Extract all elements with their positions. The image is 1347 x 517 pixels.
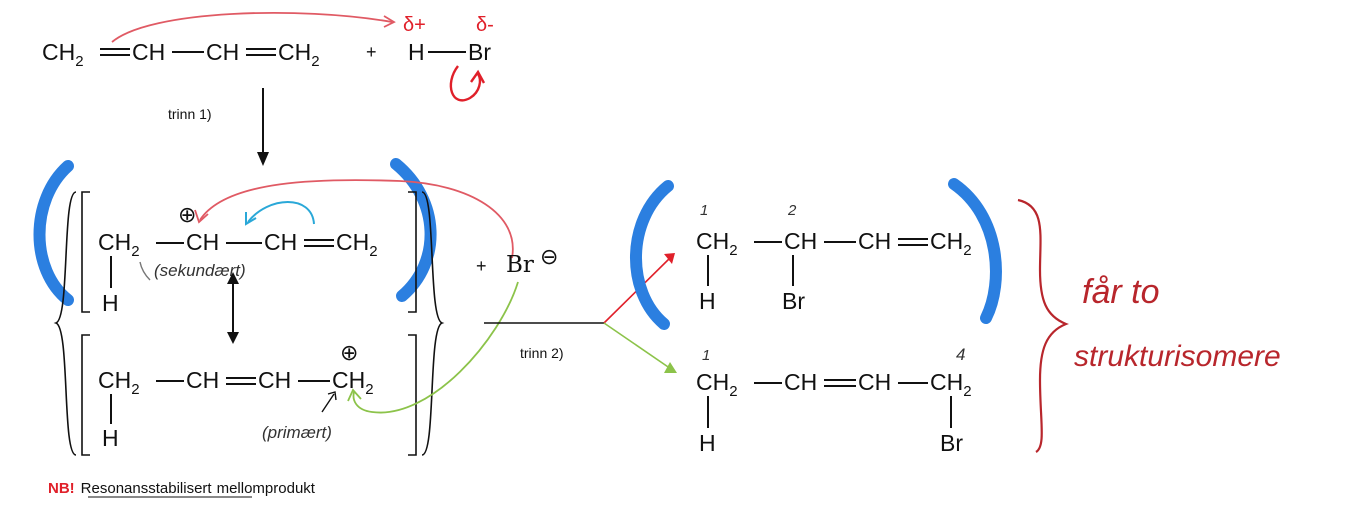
resonance-structure-secondary: CH2 CH ⊕ CH CH2 H (sekundært) (98, 202, 378, 316)
atom-ch: CH (132, 39, 165, 65)
positive-charge: ⊕ (178, 202, 196, 227)
plus-sign: + (476, 256, 487, 276)
atom-ch: CH (858, 228, 891, 254)
note-primary: (primært) (262, 423, 332, 442)
annotation-line1: får to (1082, 273, 1159, 311)
bracket-left-bottom (81, 334, 90, 456)
bracket-right-bottom (408, 334, 417, 456)
atom-ch: CH (258, 367, 291, 393)
step2-label: trinn 2) (520, 345, 564, 361)
atom-br: Br (782, 288, 805, 314)
butadiene-molecule: CH2 CH CH CH2 (42, 39, 320, 70)
atom-ch: CH (858, 369, 891, 395)
atom-br: Br (940, 430, 963, 456)
blue-parenthesis-left (33, 160, 74, 306)
atom-ch2: CH2 (696, 228, 738, 259)
atom-ch2: CH2 (930, 228, 972, 259)
step1-label: trinn 1) (168, 106, 212, 122)
annotation-line2: strukturisomere (1074, 340, 1281, 373)
atom-h: H (102, 290, 119, 316)
curly-brace-right (421, 191, 445, 456)
atom-h: H (408, 39, 425, 65)
atom-ch2: CH2 (336, 229, 378, 260)
atom-ch2: CH2 (42, 39, 84, 70)
plus-sign: + (366, 42, 377, 62)
atom-ch2: CH2 (930, 369, 972, 400)
bromide-ion: Br (506, 252, 534, 278)
atom-ch2: CH2 (98, 367, 140, 398)
atom-ch: CH (186, 367, 219, 393)
product-12-addition: 1 2 CH2 CH CH CH2 H Br (696, 202, 972, 314)
delta-minus: δ- (476, 14, 494, 36)
atom-ch2-cation: CH2 (332, 367, 374, 398)
atom-ch: CH (264, 229, 297, 255)
atom-ch2: CH2 (98, 229, 140, 260)
product-14-addition: 1 4 CH2 CH CH CH2 H Br (696, 345, 972, 456)
carbon-number-2: 2 (787, 202, 797, 219)
carbon-number-4: 4 (956, 345, 965, 364)
curly-brace-left (53, 191, 77, 456)
delta-plus: δ+ (403, 14, 426, 36)
nucleophilic-attack-arrow (199, 179, 514, 259)
atom-ch-cation: CH (186, 229, 219, 255)
negative-charge: ⊖ (540, 244, 558, 269)
hydrogen-bromide: δ+ δ- H Br (403, 14, 494, 65)
atom-ch2: CH2 (696, 369, 738, 400)
bond-cleavage-arrow (449, 65, 482, 102)
atom-ch2: CH2 (278, 39, 320, 70)
positive-charge: ⊕ (340, 340, 358, 365)
atom-h: H (699, 430, 716, 456)
nucleophilic-attack-arrow-green (352, 281, 519, 414)
atom-h: H (699, 288, 716, 314)
hand-brace (1017, 198, 1069, 453)
blue-parenthesis-right (948, 178, 1002, 324)
atom-ch: CH (784, 369, 817, 395)
note-secondary: (sekundært) (154, 261, 246, 280)
arrow-to-product-14 (603, 322, 675, 372)
resonance-structure-primary: CH2 CH CH CH2 ⊕ H (primært) (98, 340, 374, 451)
electron-push-arrow-cyan (247, 201, 315, 225)
blue-parenthesis-left (630, 180, 674, 330)
bracket-left-top (81, 191, 90, 313)
atom-ch: CH (784, 228, 817, 254)
atom-br: Br (468, 39, 491, 65)
atom-ch: CH (206, 39, 239, 65)
carbon-number-1: 1 (700, 202, 708, 219)
bracket-right-top (408, 191, 417, 313)
atom-h: H (102, 425, 119, 451)
electron-push-arrow (111, 11, 393, 43)
carbon-number-1: 1 (702, 347, 710, 364)
